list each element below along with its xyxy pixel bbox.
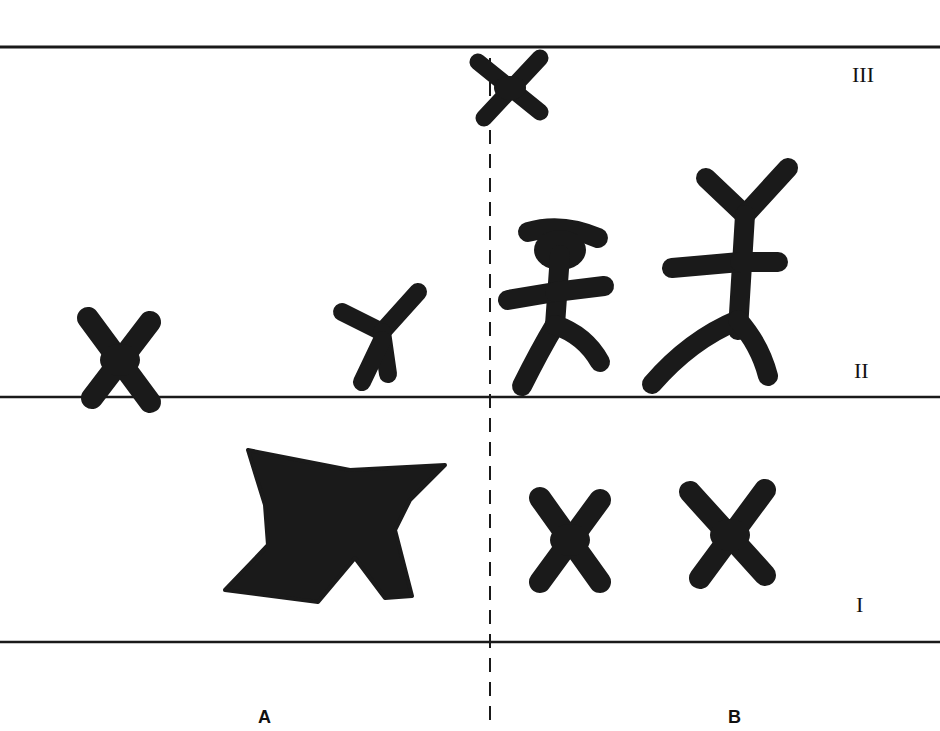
cross-figure (690, 490, 765, 578)
cross-figure (88, 318, 150, 402)
human-figure (652, 168, 788, 384)
row-label: I (856, 594, 863, 616)
human-figure (508, 228, 604, 386)
human-figure (342, 292, 418, 382)
frame-lines (0, 47, 940, 728)
row-label: II (854, 360, 869, 382)
figures (88, 58, 788, 602)
row-label: III (852, 64, 874, 86)
column-label: B (728, 708, 741, 726)
column-label: A (258, 708, 271, 726)
cross-figure (540, 498, 600, 582)
triangular-figure (225, 450, 445, 602)
cross-figure (478, 58, 540, 118)
